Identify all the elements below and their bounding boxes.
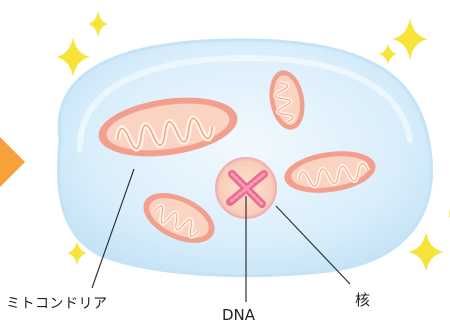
sparkle-icon: [392, 18, 428, 60]
label-dna: DNA: [222, 306, 255, 324]
arrow-icon: [0, 137, 25, 187]
sparkle-icon: [379, 44, 397, 64]
label-nucleus: 核: [355, 289, 370, 310]
sparkle-icon: [56, 37, 90, 77]
label-mitochondria: ミトコンドリア: [6, 293, 108, 313]
sparkle-icon: [408, 232, 444, 272]
sparkle-icon: [88, 11, 108, 37]
